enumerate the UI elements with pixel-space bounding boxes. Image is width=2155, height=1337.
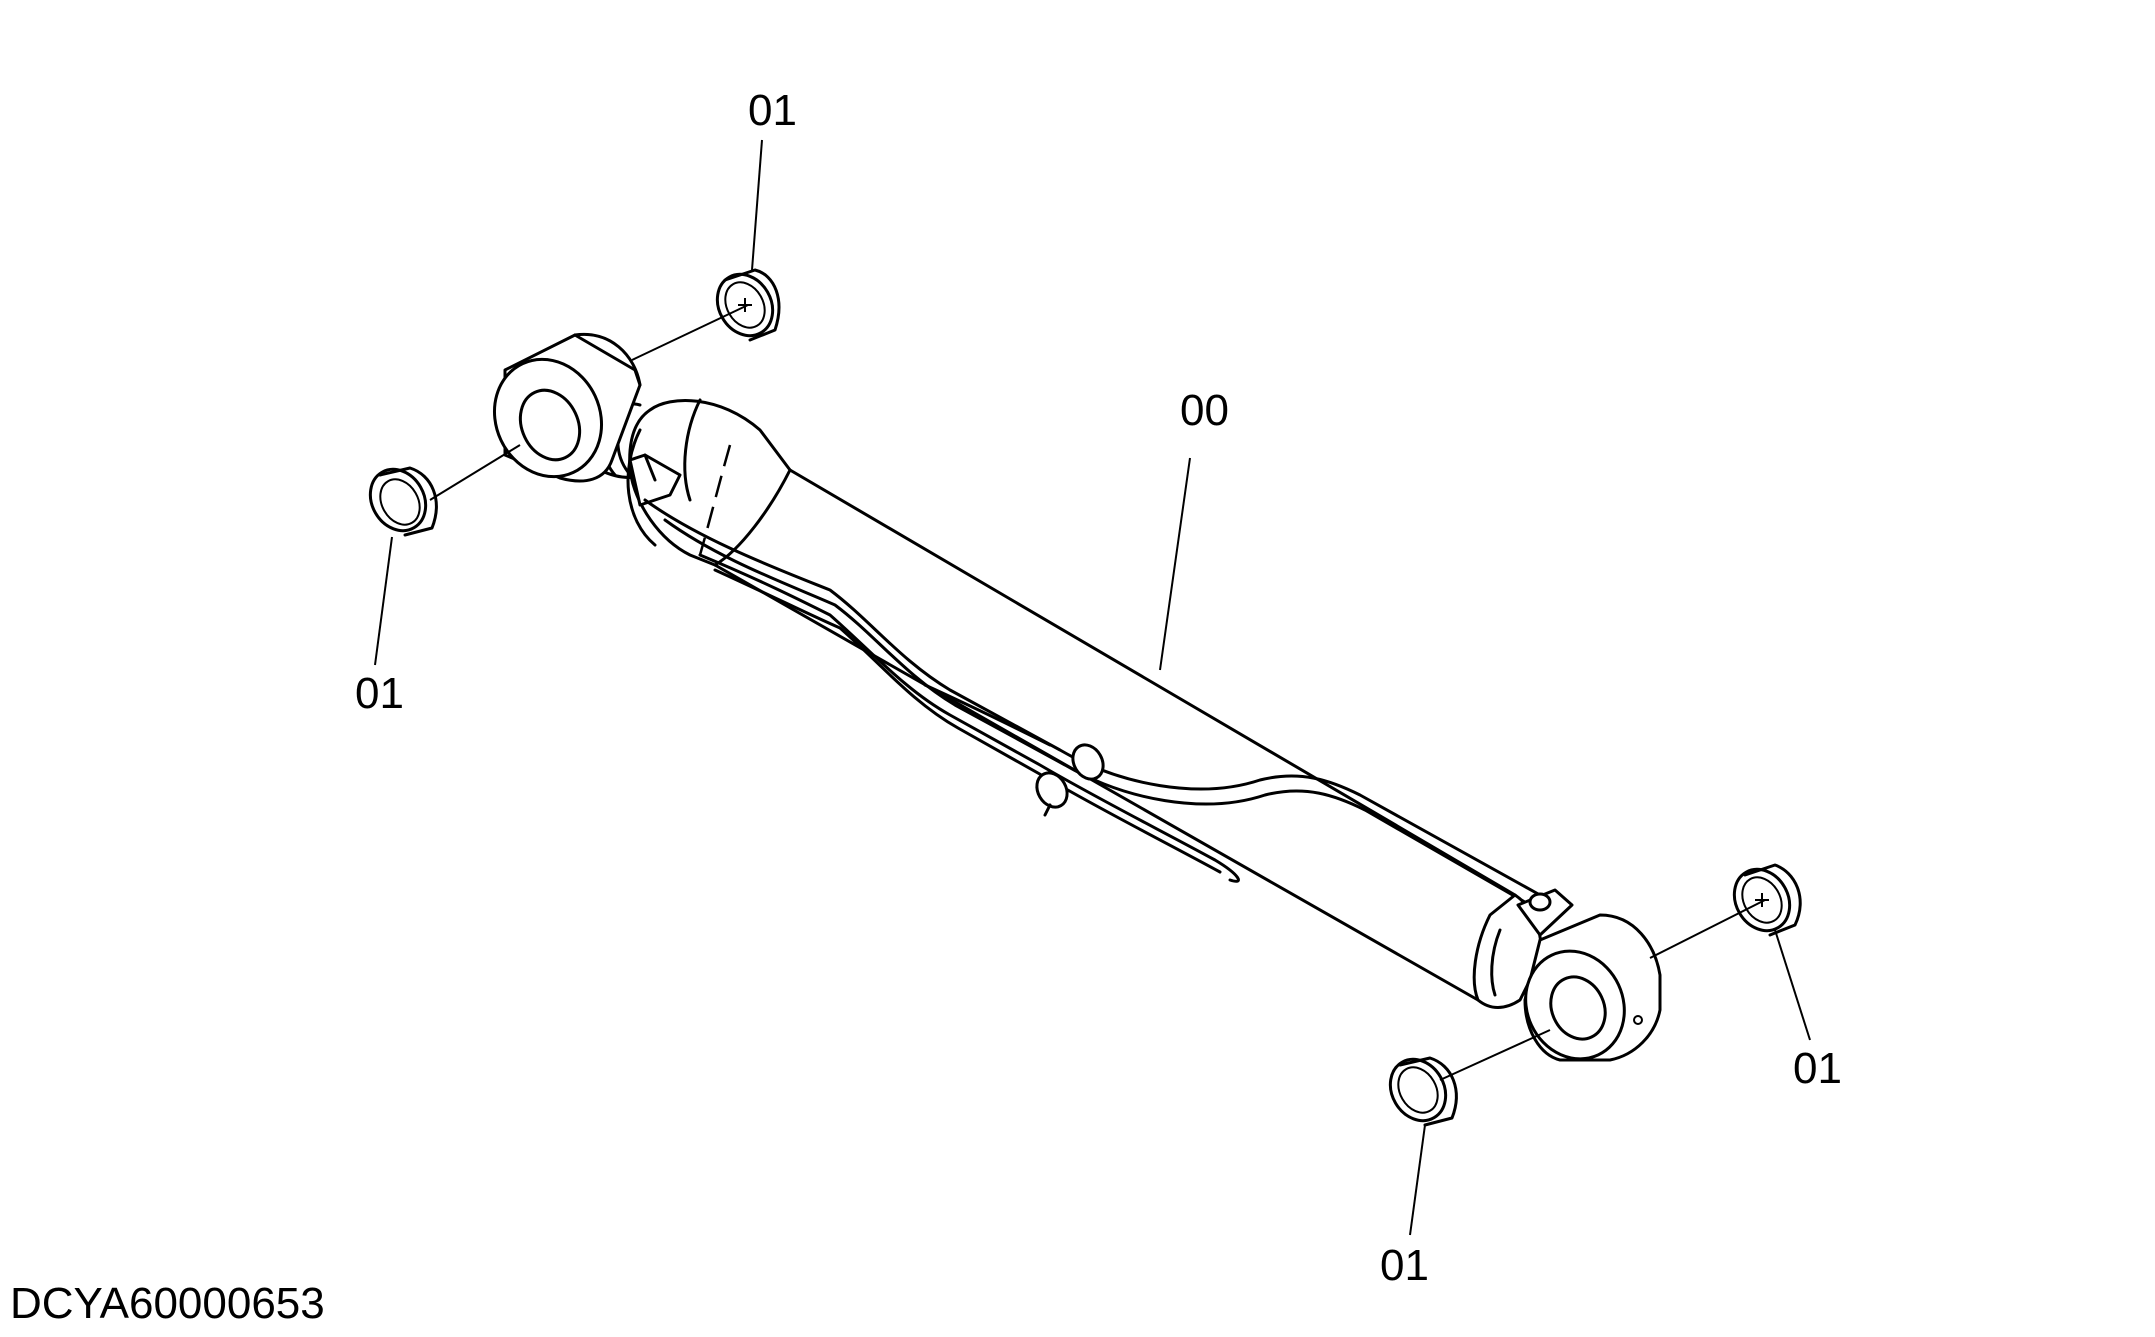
bottom-end-eye <box>1523 913 1662 1062</box>
callout-01-right: 01 <box>1793 1044 1842 1093</box>
callout-01-bottom: 01 <box>1380 1241 1429 1290</box>
bushing-left <box>368 466 438 537</box>
bushing-bottom <box>1388 1056 1458 1127</box>
hydraulic-tubes <box>643 498 1542 907</box>
assembly-axis-lines <box>429 304 1766 1081</box>
rod-end-eye <box>492 332 642 483</box>
bushing-top <box>715 268 781 342</box>
callout-01-left: 01 <box>355 669 404 718</box>
tube-clamps <box>1035 743 1105 817</box>
callout-01-top: 01 <box>748 86 797 135</box>
callout-00: 00 <box>1180 386 1229 435</box>
bushing-right <box>1732 863 1802 937</box>
leader-lines <box>374 139 1811 1236</box>
pipe-bracket-left <box>628 453 682 507</box>
pipe-bracket-right <box>1516 888 1574 937</box>
document-id: DCYA60000653 <box>10 1279 325 1328</box>
cylinder-barrel <box>713 468 1517 1002</box>
